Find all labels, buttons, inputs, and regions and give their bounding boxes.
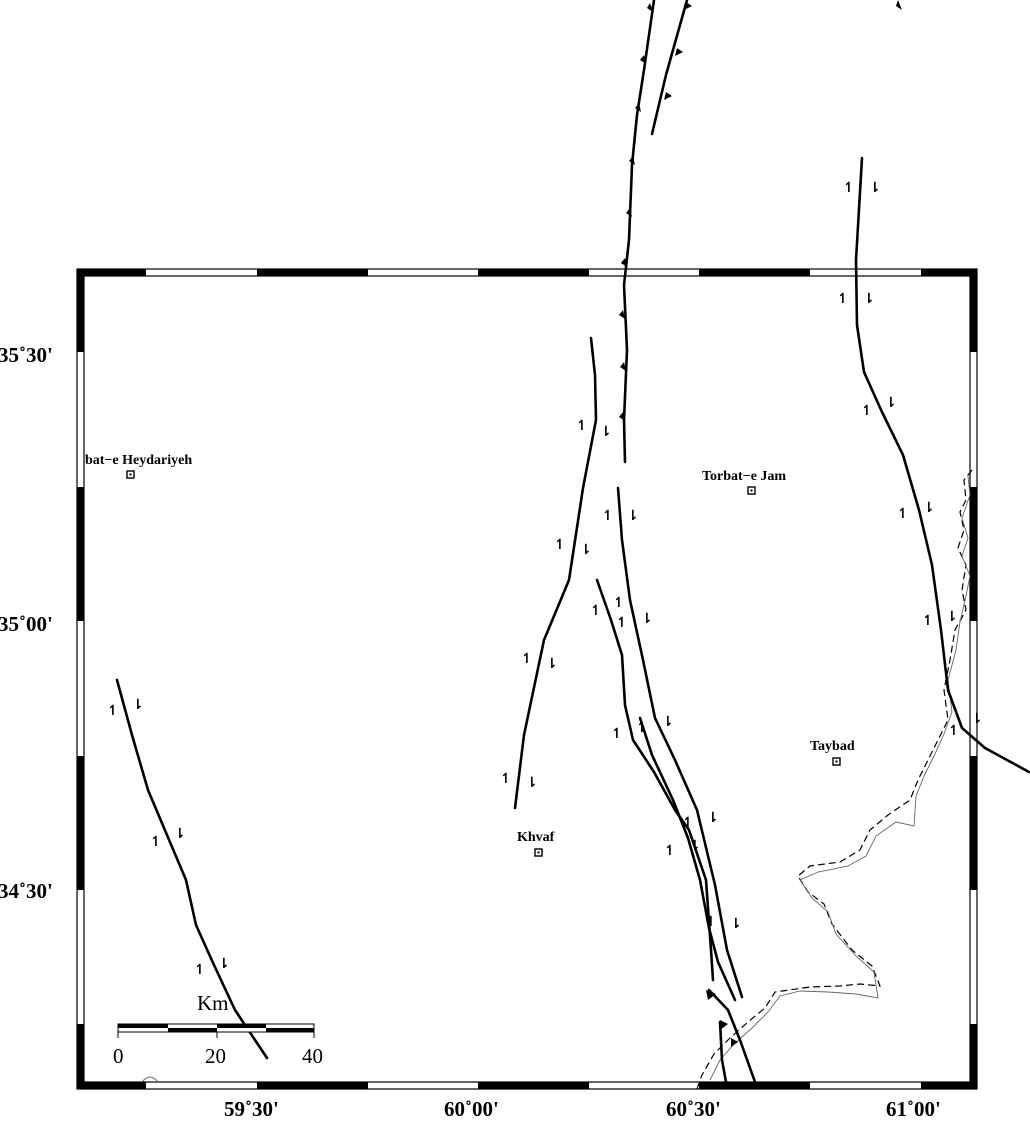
- slip-arrow-left-icon: ↿: [107, 703, 119, 719]
- city-torbat-e-heydariyeh: bat−e Heydariyeh: [85, 453, 192, 479]
- lon-label-60-00: 60˚00': [444, 1097, 499, 1121]
- scale-label-40: 40: [302, 1044, 323, 1068]
- slip-arrow-right-icon: ⇂: [971, 711, 983, 727]
- slip-arrow-left-icon: ↿: [576, 418, 588, 434]
- city-taybad: Taybad: [810, 739, 855, 766]
- fault-southeast-branch: [718, 1020, 728, 1084]
- slip-arrow-right-icon: ⇂: [580, 542, 592, 558]
- city-khvaf: Khvaf: [517, 830, 555, 857]
- slip-arrow-right-icon: ⇂: [526, 775, 538, 791]
- lon-label-59-30: 59˚30': [224, 1097, 279, 1121]
- city-torbat-e-jam: Torbat−e Jam: [702, 469, 786, 495]
- slip-arrow-left-icon: ↿: [521, 651, 533, 667]
- slip-arrow-left-icon: ↿: [613, 595, 625, 611]
- slip-arrow-right-icon: ⇂: [627, 508, 639, 524]
- city-label: Khvaf: [517, 830, 555, 845]
- slip-arrow-left-icon: ↿: [554, 537, 566, 553]
- lat-label-35-00: 35˚00': [0, 612, 53, 636]
- slip-arrow-left-icon: ↿: [861, 403, 873, 419]
- fault-western: [115, 678, 269, 1060]
- city-label: bat−e Heydariyeh: [85, 453, 192, 468]
- slip-arrow-right-icon: ⇂: [600, 424, 612, 440]
- lon-label-61-00: 61˚00': [886, 1097, 941, 1121]
- slip-arrow-left-icon: ↿: [194, 962, 206, 978]
- slip-arrow-right-icon: ⇂: [132, 697, 144, 713]
- city-label: Torbat−e Jam: [702, 469, 786, 484]
- city-label: Taybad: [810, 739, 855, 754]
- scale-label-20: 20: [205, 1044, 226, 1068]
- slip-arrow-left-icon: ↿: [682, 815, 694, 831]
- fault-eastern: [854, 156, 1030, 774]
- lon-label-60-30: 60˚30': [666, 1097, 721, 1121]
- slip-arrow-left-icon: ↿: [616, 615, 628, 631]
- thrust-teeth: [619, 0, 902, 1047]
- lat-label-35-30: 35˚30': [0, 343, 53, 367]
- slip-arrow-left-icon: ↿: [837, 291, 849, 307]
- scale-bar: Km 0 20 40: [113, 991, 323, 1068]
- lat-label-34-30: 34˚30': [0, 879, 53, 903]
- slip-arrow-left-icon: ↿: [636, 720, 648, 736]
- fault-lines: [115, 0, 1030, 1084]
- slip-arrow-left-icon: ↿: [500, 771, 512, 787]
- slip-arrow-left-icon: ↿: [843, 180, 855, 196]
- slip-arrow-right-icon: ⇂: [546, 656, 558, 672]
- scale-label-0: 0: [113, 1044, 124, 1068]
- fault-central-north: [513, 336, 598, 810]
- slip-arrow-right-icon: ⇂: [641, 611, 653, 627]
- slip-arrow-left-icon: ↿: [590, 603, 602, 619]
- map-frame: [76, 268, 978, 1090]
- fault-thrust-main: [622, 0, 656, 464]
- slip-arrow-right-icon: ⇂: [662, 714, 674, 730]
- slip-arrow-right-icon: ⇂: [218, 956, 230, 972]
- slip-arrow-right-icon: ⇂: [174, 826, 186, 842]
- slip-arrow-left-icon: ↿: [611, 726, 623, 742]
- fault-central-strand-b: [595, 578, 715, 982]
- fault-central-strand-a: [616, 486, 744, 999]
- slip-arrow-left-icon: ↿: [897, 506, 909, 522]
- fault-thrust-east: [650, 0, 689, 136]
- slip-arrow-left-icon: ↿: [664, 843, 676, 859]
- slip-arrow-right-icon: ⇂: [707, 810, 719, 826]
- slip-arrow-left-icon: ↿: [705, 914, 717, 930]
- slip-arrow-right-icon: ⇂: [885, 395, 897, 411]
- slip-arrow-right-icon: ⇂: [869, 180, 881, 196]
- slip-arrow-right-icon: ⇂: [946, 609, 958, 625]
- slip-arrow-left-icon: ↿: [150, 834, 162, 850]
- fault-southeast: [707, 988, 757, 1084]
- slip-arrows: ↿ ⇂ ↿ ⇂ ↿ ⇂ ↿ ⇂ ↿ ⇂ ↿ ⇂ ↿ ⇂ ↿ ⇂ ↿ ⇂ ↿ ⇂ …: [107, 180, 983, 978]
- slip-arrow-right-icon: ⇂: [863, 291, 875, 307]
- slip-arrow-left-icon: ↿: [948, 723, 960, 739]
- country-border: [141, 469, 973, 1090]
- fault-central-strand-c: [638, 716, 737, 1002]
- slip-arrow-left-icon: ↿: [602, 508, 614, 524]
- slip-arrow-right-icon: ⇂: [730, 916, 742, 932]
- slip-arrow-left-icon: ↿: [922, 613, 934, 629]
- scale-unit-label: Km: [197, 991, 229, 1015]
- slip-arrow-right-icon: ⇂: [689, 838, 701, 854]
- slip-arrow-right-icon: ⇂: [923, 500, 935, 516]
